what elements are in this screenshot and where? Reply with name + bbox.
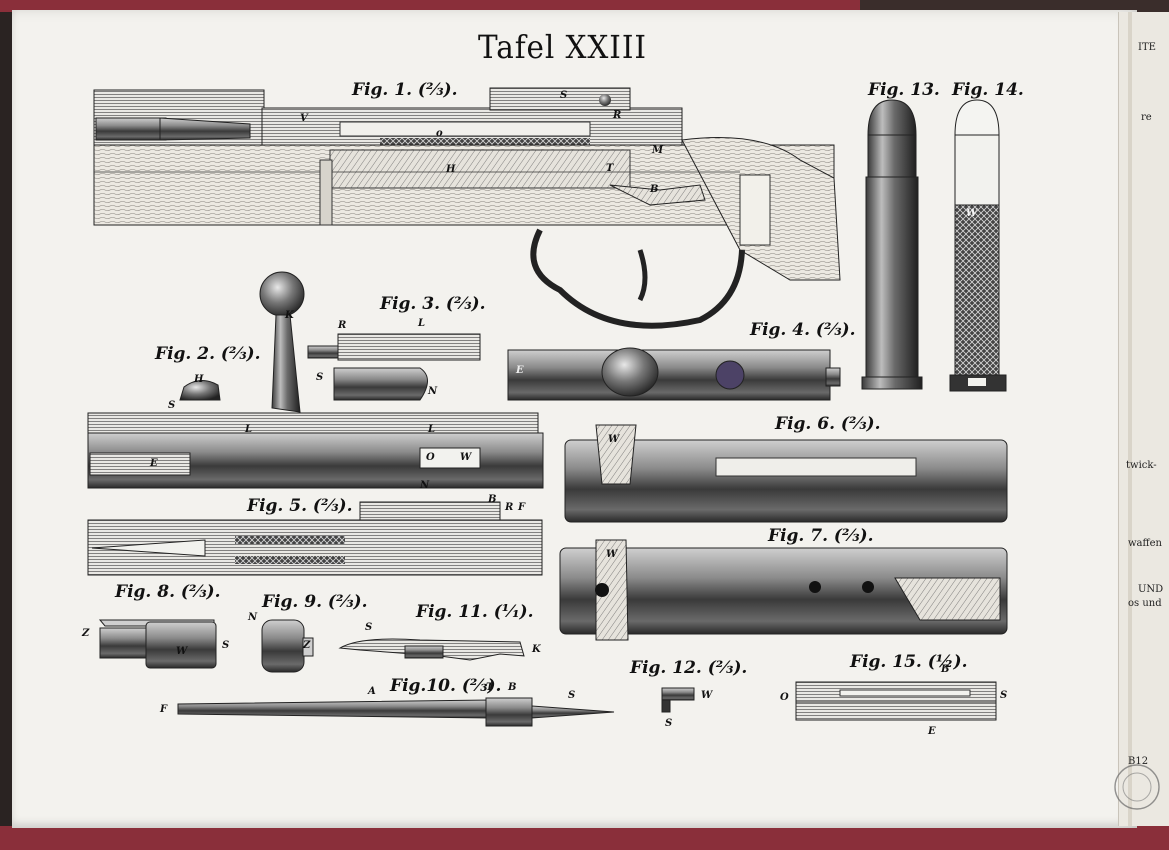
fig14-cartridge-section xyxy=(949,99,1007,392)
fig2-letter-o: O xyxy=(426,452,435,463)
page-gutter xyxy=(1128,12,1132,826)
fig10-letter-s: S xyxy=(568,690,576,701)
fig2-drawing xyxy=(87,271,544,489)
fig1-letter-m: M xyxy=(652,145,664,156)
fig14-letter-w: W xyxy=(966,208,978,219)
fig10-letter-a: A xyxy=(368,686,376,697)
fig5-caption: Fig. 5. (⅔). xyxy=(247,496,353,516)
fig15-letter-o: O xyxy=(780,692,789,703)
fig15-letter-s: S xyxy=(1000,690,1008,701)
fig11-letter-k: K xyxy=(532,644,541,655)
library-stamp-seal xyxy=(1114,764,1160,810)
fig6-letter-w: W xyxy=(608,434,620,445)
fig2-letter-l2: L xyxy=(428,424,436,435)
fig4-drawing xyxy=(507,347,841,401)
facing-page-text-5: UND xyxy=(1138,584,1164,595)
fig4-letter-e: E xyxy=(516,365,524,376)
fig9-caption: Fig. 9. (⅔). xyxy=(262,592,368,612)
plate-title: Tafel XXIII xyxy=(478,28,647,66)
fig4-caption: Fig. 4. (⅔). xyxy=(750,320,856,340)
fig1-letter-r: R xyxy=(613,110,622,121)
facing-page-text-2: re xyxy=(1141,112,1152,123)
fig9-letter-n: N xyxy=(248,612,258,623)
bottom-binding-edge xyxy=(0,826,1169,850)
fig11-letter-s: S xyxy=(365,622,373,633)
fig11-drawing xyxy=(338,638,525,661)
fig1-caption: Fig. 1. (⅔). xyxy=(352,80,458,100)
fig3-letter-l: L xyxy=(418,318,426,329)
fig10-caption: Fig.10. (⅔). xyxy=(390,676,502,696)
fig5-letter-f: F xyxy=(518,502,526,513)
fig15-caption: Fig. 15. (½). xyxy=(850,652,968,672)
fig7-drawing xyxy=(559,539,1008,641)
fig5-letter-b: B xyxy=(488,494,497,505)
fig5-drawing xyxy=(87,501,543,576)
fig3-letter-s: S xyxy=(316,372,324,383)
fig10-drawing xyxy=(177,697,615,727)
fig8-caption: Fig. 8. (⅔). xyxy=(115,582,221,602)
fig7-letter-w: W xyxy=(606,549,618,560)
top-binding-edge xyxy=(0,0,860,12)
fig13-caption: Fig. 13. xyxy=(868,80,940,100)
fig2-letter-e: E xyxy=(150,458,158,469)
fig2-letter-n: N xyxy=(420,480,430,491)
fig14-caption: Fig. 14. xyxy=(952,80,1024,100)
fig2-caption: Fig. 2. (⅔). xyxy=(155,344,261,364)
fig10-letter-t: T xyxy=(486,682,494,693)
fig3-drawing xyxy=(307,333,481,401)
facing-page-text-6: os und xyxy=(1128,598,1162,609)
fig1-letter-o: o xyxy=(436,128,443,139)
fig8-letter-w: W xyxy=(176,646,188,657)
fig15-letter-b: B xyxy=(941,664,950,675)
fig3-letter-n: N xyxy=(428,386,438,397)
fig8-letter-s: S xyxy=(222,640,230,651)
fig12-drawing xyxy=(661,687,695,713)
facing-page-text-1: ITE xyxy=(1138,42,1156,53)
fig1-drawing xyxy=(93,87,841,329)
fig6-drawing xyxy=(564,424,1008,523)
fig15-letter-e: E xyxy=(928,726,936,737)
facing-page-edge xyxy=(1118,12,1169,826)
fig12-letter-s: S xyxy=(665,718,673,729)
fig12-letter-w: W xyxy=(701,690,713,701)
fig7-caption: Fig. 7. (⅔). xyxy=(768,526,874,546)
fig2-letter-s: S xyxy=(168,400,176,411)
fig15-drawing xyxy=(795,681,997,721)
fig13-cartridge xyxy=(861,99,923,390)
facing-page-text-3: twick- xyxy=(1126,460,1157,471)
fig12-caption: Fig. 12. (⅔). xyxy=(630,658,748,678)
fig2-letter-l: L xyxy=(245,424,253,435)
fig10-letter-f: F xyxy=(160,704,168,715)
fig1-letter-t: T xyxy=(606,163,614,174)
fig2-letter-w: W xyxy=(460,452,472,463)
fig11-caption: Fig. 11. (¹⁄₁). xyxy=(416,602,534,622)
fig1-letter-v: V xyxy=(300,113,308,124)
fig6-caption: Fig. 6. (⅔). xyxy=(775,414,881,434)
facing-page-text-4: waffen xyxy=(1128,538,1162,549)
fig10-letter-b: B xyxy=(508,682,517,693)
fig8-drawing xyxy=(98,619,217,669)
fig9-drawing xyxy=(261,619,314,673)
fig2-letter-k: K xyxy=(285,310,294,321)
fig1-letter-h: H xyxy=(446,164,456,175)
fig9-letter-z: Z xyxy=(303,640,311,651)
fig2-letter-h: H xyxy=(194,374,204,385)
fig3-letter-r: R xyxy=(338,320,347,331)
fig8-letter-z: Z xyxy=(82,628,90,639)
facing-page-number: B12 xyxy=(1128,756,1149,767)
fig1-letter-s: S xyxy=(560,90,568,101)
fig3-caption: Fig. 3. (⅔). xyxy=(380,294,486,314)
fig5-letter-r: R xyxy=(505,502,514,513)
fig1-letter-b: B xyxy=(650,184,659,195)
